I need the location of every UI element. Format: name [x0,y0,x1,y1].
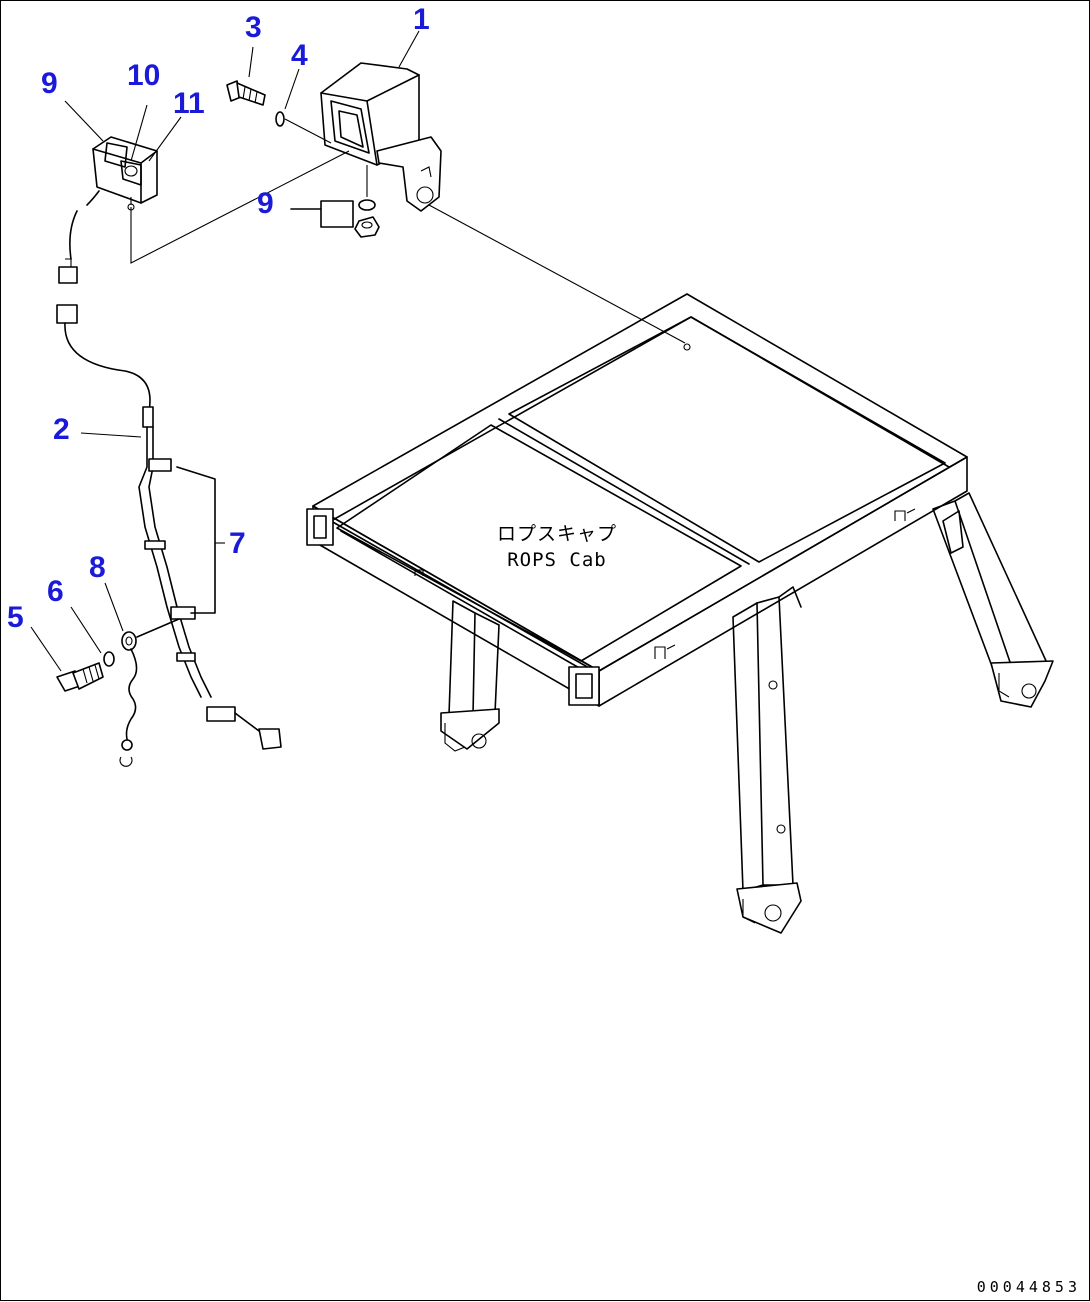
ground-hardware [56,618,180,767]
callout-3: 3 [245,11,262,44]
callout-8: 8 [89,551,106,584]
drawing-number: 00044853 [976,1278,1081,1296]
roof-panel-right [508,316,946,563]
harness-connector-bottom [258,728,282,750]
roof-panel-left [336,424,742,662]
callout-11: 11 [173,87,205,120]
callout-7: 7 [229,527,246,560]
work-lamp [58,136,158,284]
washer-nut-9 [290,165,380,238]
cab-label-japanese: ロプスキャプ [496,523,617,545]
callout-2: 2 [53,413,70,446]
callout-10: 10 [127,59,161,92]
callout-5: 5 [7,601,24,634]
callout-1: 1 [413,3,430,36]
washer-4 [275,111,285,127]
rops-cab-frame [306,293,1054,934]
cab-roof [312,293,968,672]
callout-9-nut: 9 [257,187,274,220]
harness-connector-top [56,304,78,324]
beam-end-front [568,666,600,706]
beam-end-left [306,508,334,546]
callout-6: 6 [47,575,64,608]
callout-9-lamp: 9 [41,67,58,100]
bolt-3 [226,80,266,106]
cab-leg-front-right [732,602,764,892]
cab-leg-front-left [448,600,476,716]
bracket-part [320,62,442,212]
cab-label-english: ROPS Cab [507,549,607,571]
callout-4: 4 [291,39,308,72]
wiring-harness [56,304,282,750]
